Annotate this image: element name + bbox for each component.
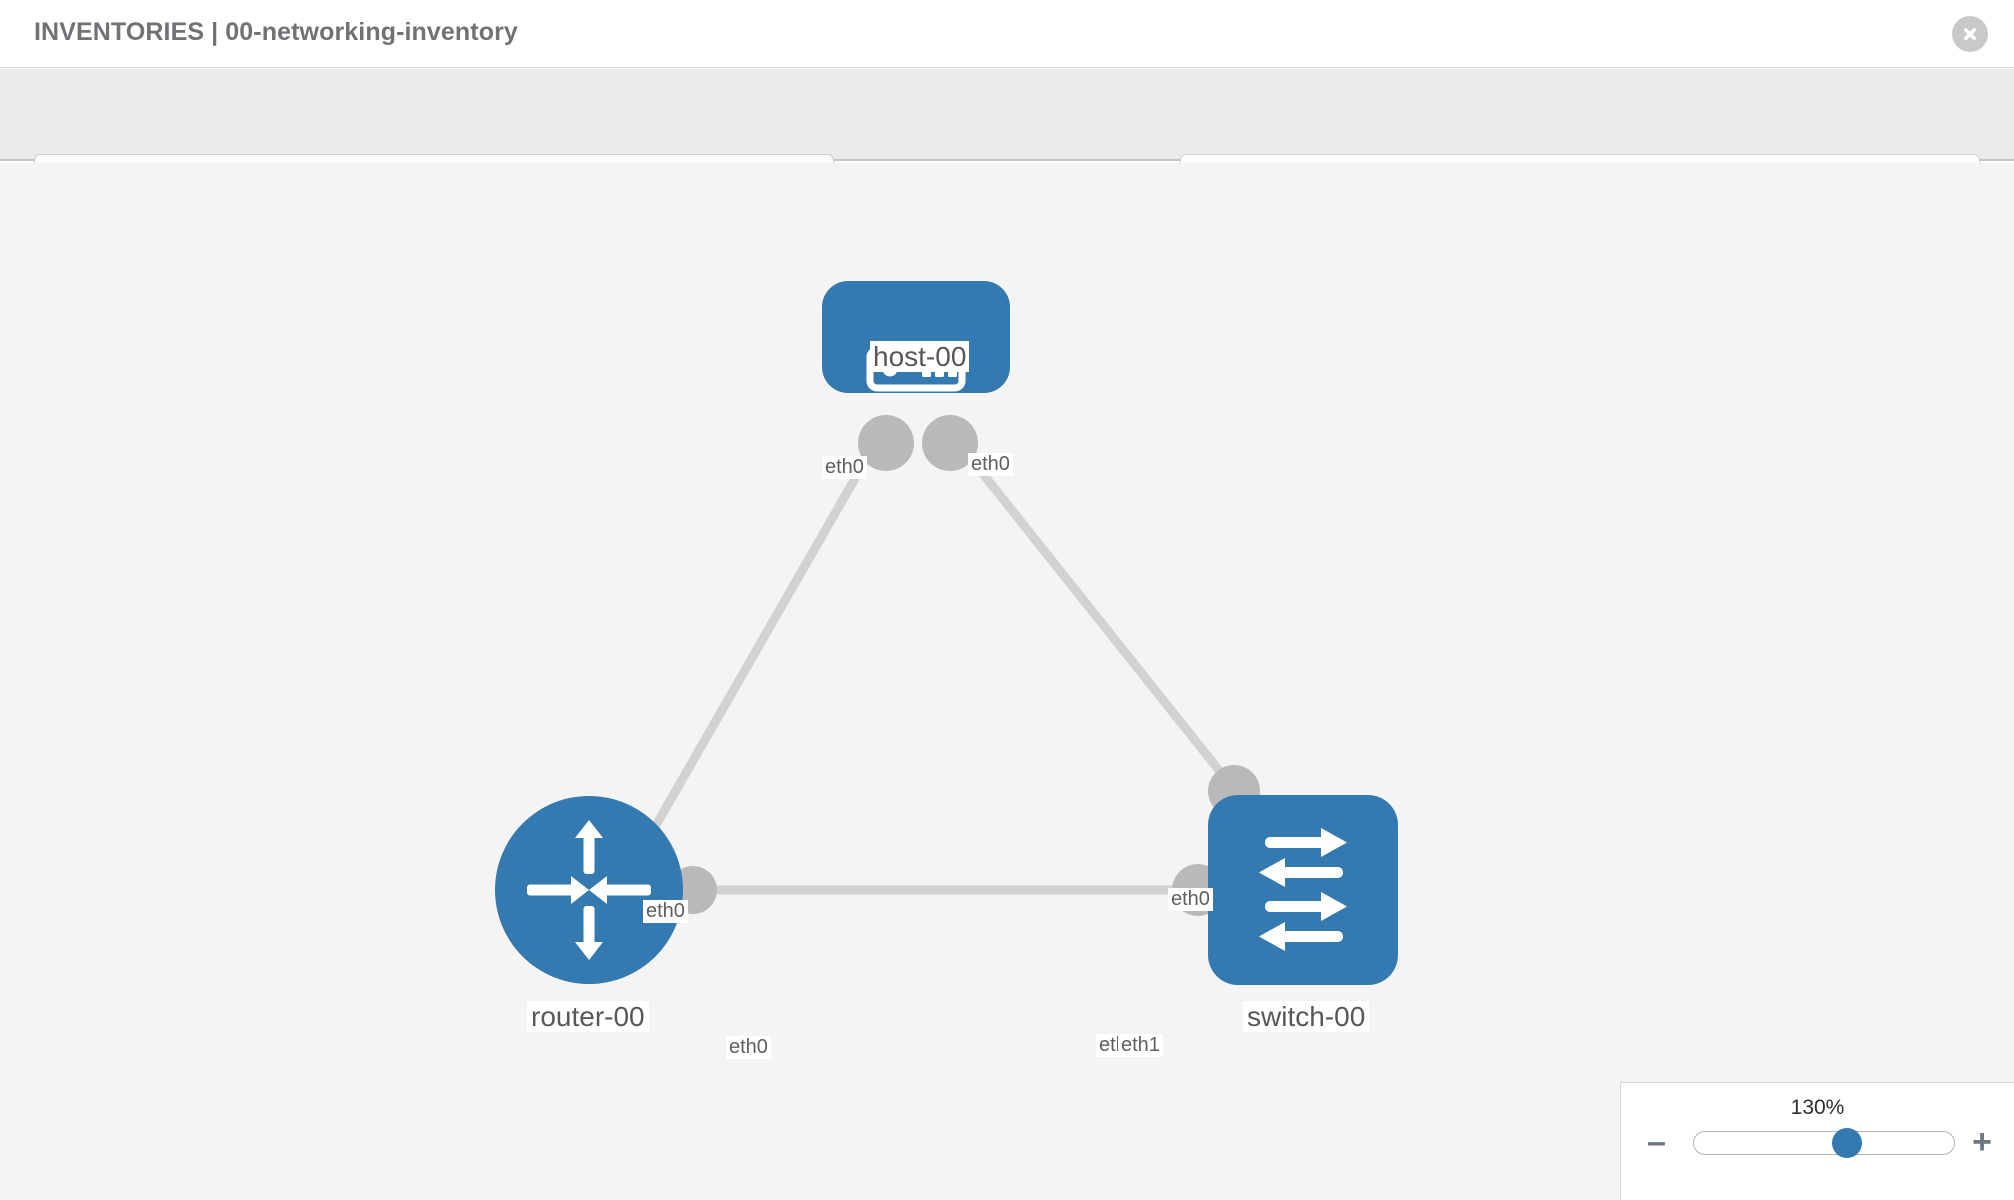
edge-layer [636,432,1249,895]
edge-label-switch00-up-eth: eth0 [1168,888,1213,911]
zoom-control: 130% – + [1620,1082,2014,1200]
edge-label-router00-up-eth: eth0 [643,900,688,923]
node-host-00-shape [822,281,1010,393]
node-switch-00-shape [1208,795,1398,985]
edge-label-host00-right-eth: eth0 [968,453,1013,476]
page-header: INVENTORIES | 00-networking-inventory [0,0,2014,68]
node-host-00 [822,281,1010,393]
node-label-switch-00: switch-00 [1243,1001,1370,1033]
edge-host00-switch00 [948,432,1249,806]
topology-canvas[interactable]: host-00 router-00 switch-00 eth0 eth0 et… [0,163,2014,1200]
edge-host00-router00 [636,432,884,856]
zoom-in-button[interactable]: + [1972,1123,1992,1161]
handle-host00-left [858,415,914,471]
edge-label-switch00-left-eth-over: eth1 [1118,1034,1163,1057]
zoom-slider-track[interactable] [1693,1131,1955,1155]
connector-handle-layer [669,415,1260,916]
zoom-slider-handle[interactable] [1832,1128,1863,1158]
node-label-router-00: router-00 [527,1001,649,1033]
page-title: INVENTORIES | 00-networking-inventory [34,18,518,46]
router-arrows-icon [527,820,651,960]
node-router-00 [495,796,683,984]
node-label-host-00: host-00 [870,341,970,373]
zoom-out-button[interactable]: – [1647,1123,1666,1161]
toolbar: ACTIONS [0,69,2014,209]
edge-label-host00-left-eth: eth0 [822,456,867,479]
close-icon[interactable] [1952,16,1988,52]
zoom-percent-label: 130% [1790,1096,1845,1119]
handle-host00-right [922,415,978,471]
topology-graph [495,281,1398,985]
node-switch-00 [1208,795,1398,985]
edge-label-router00-right-eth: eth0 [726,1036,771,1059]
switch-arrows-icon [1259,828,1347,951]
